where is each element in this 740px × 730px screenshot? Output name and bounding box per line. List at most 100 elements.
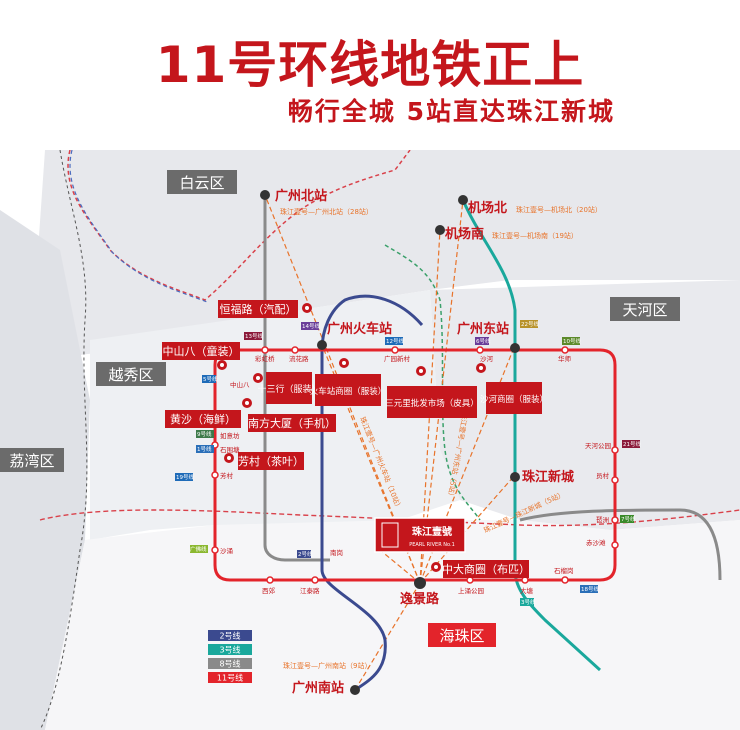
project-tagline: PEARL RIVER No.1 xyxy=(409,542,455,548)
tag-l10: 10号线 xyxy=(563,337,581,345)
station-guangyuan: 广园新村 xyxy=(384,354,411,363)
district-yuexiu-bg xyxy=(96,362,166,386)
station-huajing: 华师 xyxy=(558,354,572,363)
line-2 xyxy=(320,294,424,692)
tag-l9: 9号线 xyxy=(197,430,212,438)
legend-label: 2号线 xyxy=(219,631,240,641)
station-airport-north: 机场北 xyxy=(468,200,507,216)
district-tianhe: 天河区 xyxy=(622,301,667,319)
tag-l19: 19号线 xyxy=(176,473,194,481)
station-shigangcun: 石榴岗 xyxy=(554,566,574,575)
border-blue-west xyxy=(69,150,208,303)
svg-text:沙河商圈（服装）: 沙河商圈（服装） xyxy=(480,394,548,405)
note-airport-north: 珠江壹号—机场北（20站） xyxy=(516,205,602,214)
tag-l3: 3号线 xyxy=(521,598,536,606)
station-nangang: 南岗 xyxy=(330,548,343,557)
svg-text:火车站商圈（服装）: 火车站商圈（服装） xyxy=(310,386,387,397)
border-west-dark xyxy=(39,150,88,730)
station-airport-south: 机场南 xyxy=(445,226,484,242)
tag-l5: 5号线 xyxy=(203,375,218,383)
station-xijiao: 西郊 xyxy=(262,586,276,595)
hotspot-zhongshan8: 中山八（童装） xyxy=(162,342,240,370)
district-baiyun-bg xyxy=(167,170,237,194)
page-subtitle: 畅行全城 5站直达珠江新城 xyxy=(287,97,615,126)
legend-swatch xyxy=(208,644,252,655)
station-pazhou: 琶洲 xyxy=(596,516,609,524)
tag-lgf: 广佛线 xyxy=(190,545,207,553)
hotspot-fangcun: 芳村（茶叶） xyxy=(224,452,304,470)
metro-map: 白云区 天河区 越秀区 荔湾区 海珠区 广州北站 珠江壹号—广州北站（28站） … xyxy=(0,150,740,730)
border-red-west xyxy=(67,150,411,301)
svg-text:三元里批发市场（皮具）: 三元里批发市场（皮具） xyxy=(385,398,479,409)
tag-l13: 13号线 xyxy=(245,332,263,340)
station-yuancun: 员村 xyxy=(596,471,610,480)
border-green-east xyxy=(384,244,481,521)
district-haizhu: 海珠区 xyxy=(439,627,484,645)
station-zhujiang-newtown: 珠江新城 xyxy=(522,469,574,485)
station-yijing-road: 逸景路 xyxy=(400,591,440,607)
hotspot-huangsha: 黄沙（海鲜） xyxy=(165,398,252,428)
station-jiangtai: 江泰路 xyxy=(300,586,320,595)
tag-l14: 14号线 xyxy=(302,322,320,330)
note-airport-south: 珠江壹号—机场南（19站） xyxy=(492,231,578,240)
tag-l1: 1号线 xyxy=(197,445,212,453)
legend-label: 11号线 xyxy=(217,673,243,683)
tag-l6: 6号线 xyxy=(476,337,491,345)
district-liwan: 荔湾区 xyxy=(9,452,54,470)
legend-swatch xyxy=(208,658,252,669)
svg-text:恒福路（汽配）: 恒福路（汽配） xyxy=(220,302,297,316)
region-baiyun xyxy=(30,150,740,365)
region-tianhe xyxy=(430,280,740,530)
legend-label: 3号线 xyxy=(219,645,240,655)
svg-text:南方大厦（手机）: 南方大厦（手机） xyxy=(248,416,336,430)
tag-l21: 21号线 xyxy=(623,440,641,448)
line-8 xyxy=(263,195,330,562)
project-name: 珠江壹號 xyxy=(412,525,452,538)
svg-text:中大商圈（布匹）: 中大商圈（布匹） xyxy=(442,562,530,576)
hotspot-zhongda: 中大商圈（布匹） xyxy=(431,560,530,578)
district-liwan-bg xyxy=(0,448,64,472)
note-north: 珠江壹号—广州北站（28站） xyxy=(280,207,373,216)
station-datang: 大塘 xyxy=(520,586,534,595)
station-shahe: 沙河 xyxy=(480,355,494,363)
project-logo: 珠江壹號 PEARL RIVER No.1 xyxy=(374,517,466,553)
line-8-east xyxy=(519,508,722,581)
station-dots xyxy=(211,190,619,695)
station-chisha: 赤沙滩 xyxy=(586,538,606,547)
svg-text:黄沙（海鲜）: 黄沙（海鲜） xyxy=(170,412,236,426)
station-fangcun: 芳村 xyxy=(220,471,234,480)
district-yuexiu: 越秀区 xyxy=(108,366,153,384)
legend-swatch xyxy=(208,672,252,683)
hotspot-hengfu: 恒福路（汽配） xyxy=(218,300,312,318)
station-shachong: 沙涌 xyxy=(220,546,233,555)
svg-text:芳村（茶叶）: 芳村（茶叶） xyxy=(238,454,304,468)
hotspot-shahe: 沙河商圈（服装） xyxy=(476,363,548,414)
station-tianhe-park: 天河公园 xyxy=(585,442,611,450)
tag-l18: 18号线 xyxy=(581,585,599,593)
station-guangzhou-north: 广州北站 xyxy=(275,188,327,204)
station-zhongshan8: 中山八 xyxy=(230,380,250,389)
legend-swatch xyxy=(208,630,252,641)
note-south: 珠江壹号—广州南站（9站） xyxy=(283,661,371,670)
page-title: 11号环线地铁正上 xyxy=(155,36,585,94)
district-baiyun: 白云区 xyxy=(179,174,224,192)
station-shiweitang: 石围塘 xyxy=(220,445,240,454)
station-guangzhou-railway: 广州火车站 xyxy=(327,321,392,337)
svg-text:十三行（服装）: 十三行（服装） xyxy=(257,383,320,395)
hotspot-shisanhang: 十三行（服装） xyxy=(253,372,321,404)
legend: 2号线 3号线 8号线 11号线 xyxy=(208,630,252,683)
tag-l12: 12号线 xyxy=(386,337,404,345)
district-tianhe-bg xyxy=(610,297,680,321)
district-haizhu-bg xyxy=(428,623,496,647)
svg-text:中山八（童装）: 中山八（童装） xyxy=(163,344,240,358)
tag-l22: 22号线 xyxy=(521,320,539,328)
legend-label: 8号线 xyxy=(219,659,240,669)
station-guangzhou-east: 广州东站 xyxy=(457,321,509,337)
station-shangchong: 上涌公园 xyxy=(458,586,484,595)
hotspot-nanfang: 南方大厦（手机） xyxy=(248,414,336,432)
station-caihong: 彩虹桥 xyxy=(255,354,275,363)
hotspot-sanyuanli: 三元里批发市场（皮具） xyxy=(385,366,479,418)
tag-l7: 7号线 xyxy=(621,515,636,523)
station-ruyifang: 如意坊 xyxy=(220,431,240,440)
station-liuhua: 流花路 xyxy=(289,354,309,363)
